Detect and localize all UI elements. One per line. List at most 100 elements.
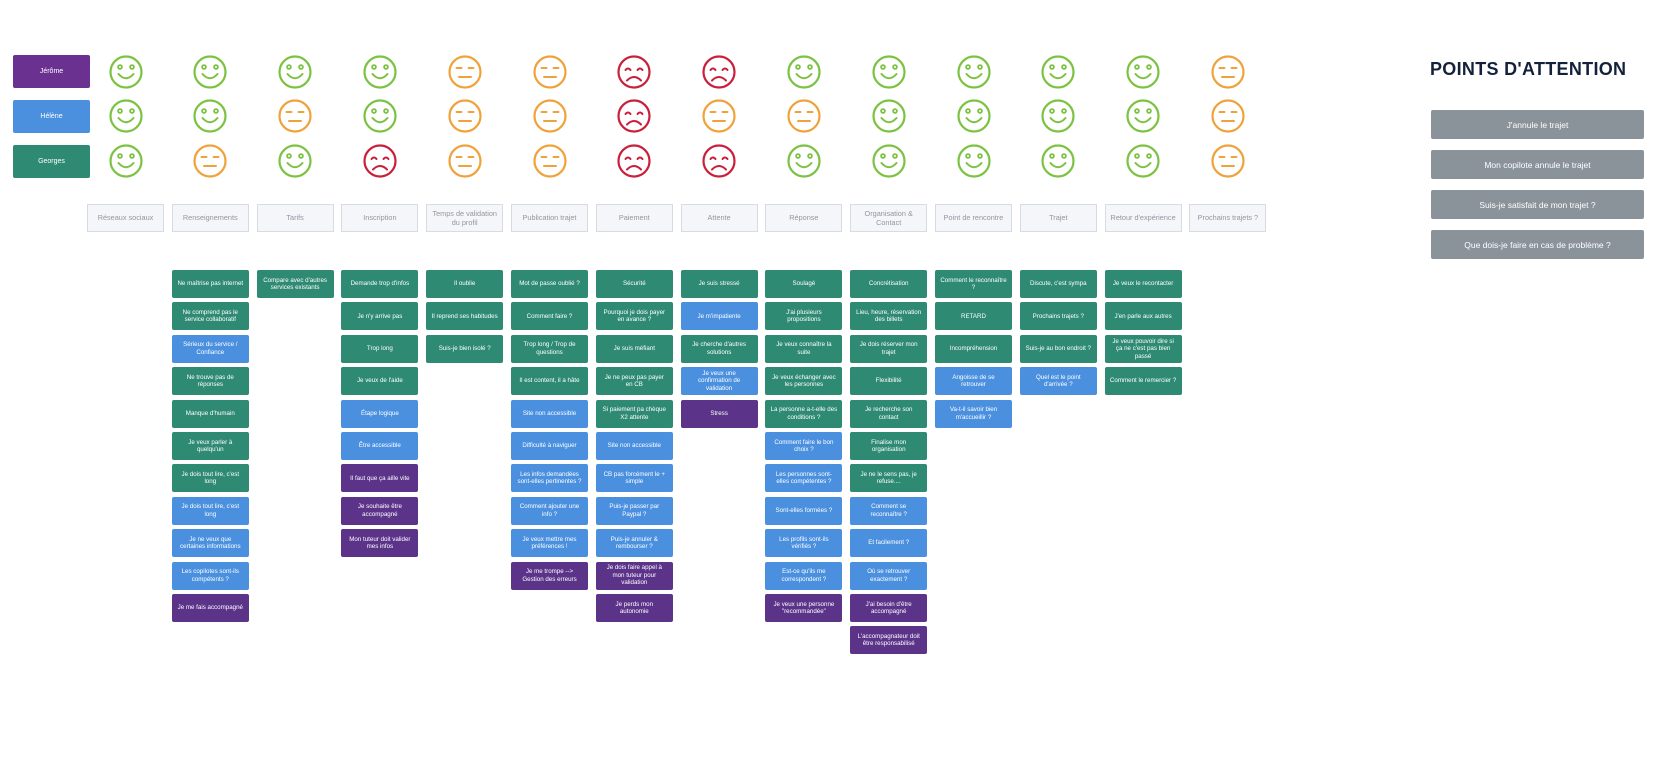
sticky-note[interactable]: RETARD — [935, 302, 1012, 331]
sticky-note[interactable]: Concrétisation — [850, 270, 928, 298]
attention-item[interactable]: Suis-je satisfait de mon trajet ? — [1431, 190, 1644, 219]
sticky-note[interactable]: Difficulté à naviguer — [511, 432, 588, 460]
sticky-note[interactable]: Puis-je passer par Paypal ? — [595, 496, 673, 525]
sticky-note[interactable]: Prochains trajets ? — [1019, 302, 1097, 331]
sticky-note[interactable]: Je ne peux pas payer en CB — [595, 367, 673, 396]
sticky-note[interactable]: Je recherche son contact — [850, 399, 928, 428]
stage-header: Réponse — [765, 204, 843, 232]
sticky-note[interactable]: Stress — [680, 399, 758, 428]
sticky-note[interactable]: J'en parle aux autres — [1104, 302, 1182, 331]
sticky-note[interactable]: Je ne veux que certaines informations — [171, 529, 249, 558]
attention-item[interactable]: Mon copilote annule le trajet — [1431, 150, 1644, 179]
sticky-note[interactable]: Sérieux du service / Confiance — [171, 334, 249, 363]
sticky-note[interactable]: Suis-je bien isolé ? — [426, 334, 504, 363]
sticky-note[interactable]: Je veux une confirmation de validation — [680, 367, 758, 396]
persona-label: Hélène — [13, 100, 90, 133]
sticky-note[interactable]: Je veux connaître la suite — [765, 334, 843, 363]
sticky-note[interactable]: Je me fais accompagné — [171, 594, 249, 622]
sticky-note[interactable]: Comment se reconnaître ? — [850, 496, 928, 525]
sticky-note[interactable]: Je veux parler à quelqu'un — [171, 432, 249, 460]
sticky-note[interactable]: Je me trompe --> Gestion des erreurs — [511, 561, 588, 590]
sticky-note[interactable]: Mot de passe oublié ? — [511, 270, 588, 298]
sticky-note[interactable]: Puis-je annuler & rembourser ? — [595, 529, 673, 558]
sticky-note[interactable]: Site non accessible — [511, 399, 588, 428]
sticky-note[interactable]: CB pas forcément le + simple — [595, 464, 673, 493]
stage-header: Paiement — [595, 204, 673, 232]
sticky-note[interactable]: Où se retrouver exactement ? — [850, 561, 928, 590]
sticky-note[interactable]: Il faut que ça aille vite — [341, 464, 419, 493]
sticky-note[interactable]: Mon tuteur doit valider mes infos — [341, 529, 419, 558]
sticky-note[interactable]: Je veux une personne "recommandée" — [765, 594, 843, 622]
sticky-note[interactable]: Je dois tout lire, c'est long — [171, 464, 249, 493]
sticky-note[interactable]: Je dois faire appel à mon tuteur pour va… — [595, 561, 673, 590]
sticky-note[interactable]: Je veux de l'aide — [341, 367, 419, 396]
neutral-face-icon — [1211, 55, 1245, 89]
sticky-note[interactable]: Comment le remercier ? — [1104, 367, 1182, 396]
sticky-note[interactable]: Comment le reconnaître ? — [935, 270, 1012, 298]
sticky-note[interactable]: Je dois réserver mon trajet — [850, 334, 928, 363]
sticky-note[interactable]: Est-ce qu'ils me correspondent ? — [765, 561, 843, 590]
sticky-note[interactable]: Comment faire le bon choix ? — [765, 432, 843, 460]
sticky-note[interactable]: Va-t-il savoir bien m'accueillir ? — [935, 399, 1012, 428]
happy-face-icon — [193, 99, 227, 133]
sticky-note[interactable]: Je veux mettre mes préférences ! — [511, 529, 588, 558]
stage-header: Réseaux sociaux — [87, 204, 164, 232]
sticky-note[interactable]: Être accessible — [341, 432, 419, 460]
sticky-note[interactable]: Comment faire ? — [511, 302, 588, 331]
sticky-note[interactable]: Je suis stressé — [680, 270, 758, 298]
sticky-note[interactable]: Sont-elles formées ? — [765, 496, 843, 525]
sticky-note[interactable]: Les copilotes sont-ils compétents ? — [171, 561, 249, 590]
sticky-note[interactable]: Et facilement ? — [850, 529, 928, 558]
attention-item[interactable]: Que dois-je faire en cas de problème ? — [1431, 230, 1644, 259]
sticky-note[interactable]: Site non accessible — [595, 432, 673, 460]
sticky-note[interactable]: Étape logique — [341, 399, 419, 428]
sticky-note[interactable]: Demande trop d'infos — [341, 270, 419, 298]
sticky-note[interactable]: Je suis méfiant — [595, 334, 673, 363]
sticky-note[interactable]: Les profils sont-ils vérifiés ? — [765, 529, 843, 558]
happy-face-icon — [787, 55, 821, 89]
sticky-note[interactable]: Je cherche d'autres solutions — [680, 334, 758, 363]
sticky-note[interactable]: Ne maîtrise pas internet — [171, 270, 249, 298]
sticky-note[interactable]: Les infos demandées sont-elles pertinent… — [511, 464, 588, 493]
sticky-note[interactable]: Finalise mon organisation — [850, 432, 928, 460]
sticky-note[interactable]: Quel est le point d'arrivée ? — [1019, 367, 1097, 396]
sticky-note[interactable]: Je veux échanger avec les personnes — [765, 367, 843, 396]
sticky-note[interactable]: Je n'y arrive pas — [341, 302, 419, 331]
sticky-note[interactable]: Flexibilité — [850, 367, 928, 396]
sticky-note[interactable]: Je veux le recontacter — [1104, 270, 1182, 298]
sticky-note[interactable]: Suis-je au bon endroit ? — [1019, 334, 1097, 363]
sticky-note[interactable]: Sécurité — [595, 270, 673, 298]
sticky-note[interactable]: J'ai plusieurs propositions — [765, 302, 843, 331]
sticky-note[interactable]: Pourquoi je dois payer en avance ? — [595, 302, 673, 331]
sticky-note[interactable]: Je dois tout lire, c'est long — [171, 496, 249, 525]
sticky-note[interactable]: Angoisse de se retrouver — [935, 367, 1012, 396]
sticky-note[interactable]: Ne comprend pas le service collaboratif — [171, 302, 249, 331]
sticky-note[interactable]: Je souhaite être accompagné — [341, 496, 419, 525]
sticky-note[interactable]: Trop long / Trop de questions — [511, 334, 588, 363]
sticky-note[interactable]: Je perds mon autonomie — [595, 594, 673, 622]
attention-item[interactable]: J'annule le trajet — [1431, 110, 1644, 139]
sticky-note[interactable]: Comment ajouter une info ? — [511, 496, 588, 525]
happy-face-icon — [1041, 99, 1075, 133]
sticky-note[interactable]: Les personnes sont-elles compétentes ? — [765, 464, 843, 493]
sticky-note[interactable]: La personne a-t-elle des conditions ? — [765, 399, 843, 428]
sticky-note[interactable]: Il reprend ses habitudes — [426, 302, 504, 331]
sticky-note[interactable]: Je ne le sens pas, je refuse.... — [850, 464, 928, 493]
sticky-note[interactable]: Discute, c'est sympa — [1019, 270, 1097, 298]
sticky-note[interactable]: J'ai besoin d'être accompagné — [850, 594, 928, 622]
neutral-face-icon — [1211, 144, 1245, 178]
sticky-note[interactable]: Si paiement pa chèque X2 attente — [595, 399, 673, 428]
sticky-note[interactable]: Incompréhension — [935, 334, 1012, 363]
sticky-note[interactable]: L'accompagnateur doit être responsabilis… — [850, 626, 928, 655]
sticky-note[interactable]: Manque d'humain — [171, 399, 249, 428]
sticky-note[interactable]: Je m'impatiente — [680, 302, 758, 331]
sticky-note[interactable]: Il est content, il a hâte — [511, 367, 588, 396]
sticky-note[interactable]: Il oublie — [426, 270, 504, 298]
sticky-note[interactable]: Ne trouve pas de réponses — [171, 367, 249, 396]
sticky-note[interactable]: Je veux pouvoir dire si ça ne c'est pas … — [1104, 334, 1182, 363]
sticky-note[interactable]: Compare avec d'autres services existants — [256, 270, 334, 298]
sticky-note[interactable]: Trop long — [341, 334, 419, 363]
sticky-note[interactable]: Soulagé — [765, 270, 843, 298]
neutral-face-icon — [702, 99, 736, 133]
sticky-note[interactable]: Lieu, heure, réservation des billets — [850, 302, 928, 331]
